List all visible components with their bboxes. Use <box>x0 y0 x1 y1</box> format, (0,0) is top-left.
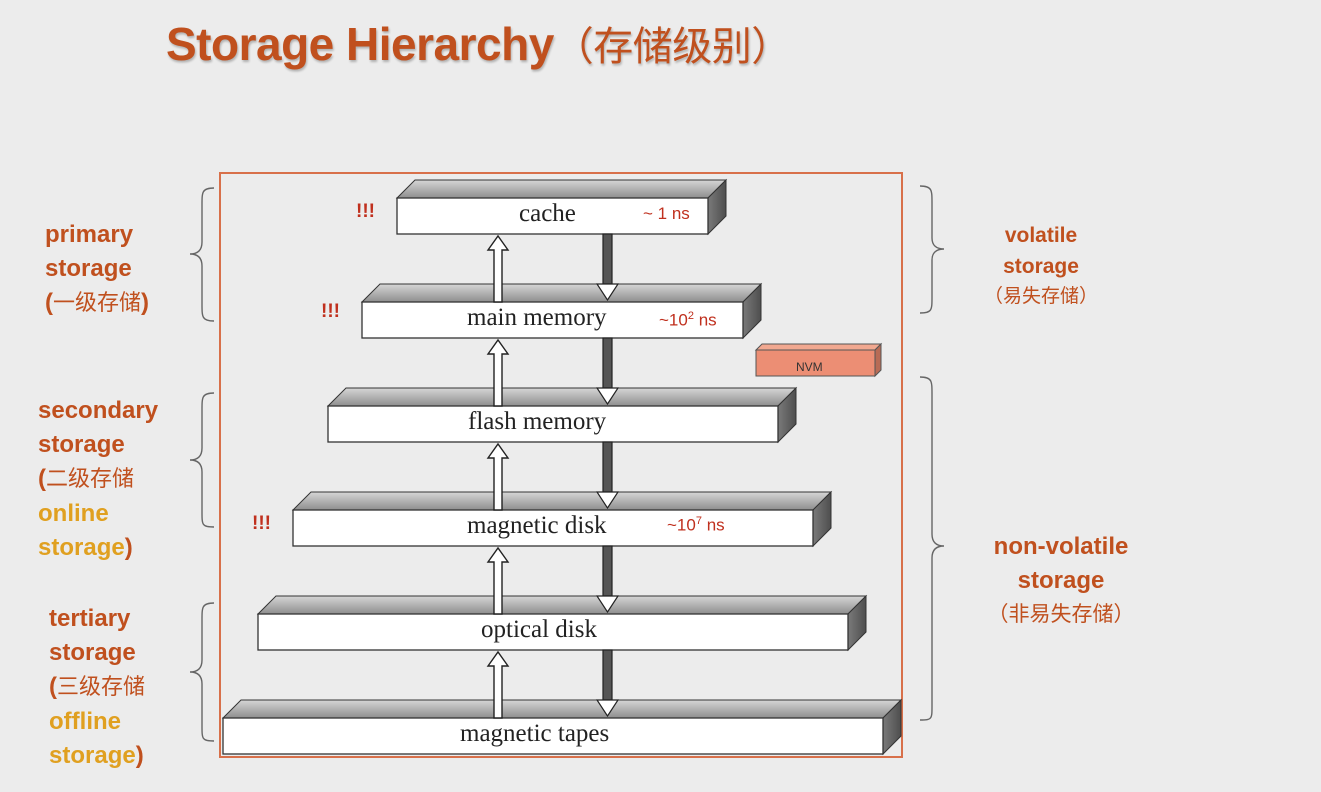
slab-main-memory <box>360 282 763 340</box>
up-arrows <box>486 234 510 719</box>
slab-flash-memory <box>326 386 798 444</box>
title-chinese: （存储级别） <box>553 24 792 70</box>
level-label-flash-memory: flash memory <box>468 408 607 435</box>
importance-mark-main-memory: !!! <box>321 301 340 322</box>
latency-cache: ~ 1 ns <box>643 204 690 223</box>
brace-nonvolatile <box>919 376 945 721</box>
latency-magnetic-disk: ~107 ns <box>667 515 725 535</box>
slab-optical-disk <box>256 594 868 652</box>
page-title: Storage Hierarchy（存储级别） <box>166 14 791 72</box>
level-label-main-memory: main memory <box>467 304 607 331</box>
down-arrows <box>595 233 620 718</box>
slab-cache <box>395 178 728 236</box>
brace-tertiary <box>189 602 215 742</box>
brace-volatile <box>919 185 945 314</box>
secondary-storage-label: secondary storage (二级存储 online storage) <box>38 397 159 561</box>
title-text: Storage Hierarchy <box>166 18 554 70</box>
slab-magnetic-tapes <box>221 698 903 756</box>
brace-primary <box>189 187 215 322</box>
level-label-cache: cache <box>519 200 576 227</box>
volatile-storage-label: volatile storage （易失存储） <box>983 224 1098 307</box>
nvm-label: NVM <box>796 360 823 374</box>
level-label-magnetic-disk: magnetic disk <box>467 512 607 539</box>
nonvolatile-storage-label: non-volatile storage （非易失存储） <box>987 533 1135 626</box>
importance-mark-magnetic-disk: !!! <box>252 513 271 534</box>
latency-main-memory: ~102 ns <box>659 310 717 330</box>
primary-storage-label: primary storage (一级存储) <box>45 221 150 316</box>
hierarchy-frame <box>219 172 903 758</box>
level-label-magnetic-tapes: magnetic tapes <box>460 720 610 747</box>
nvm-box <box>754 342 883 378</box>
braces <box>189 185 945 742</box>
level-label-optical-disk: optical disk <box>481 616 597 643</box>
slab-magnetic-disk <box>291 490 833 548</box>
brace-secondary <box>189 392 215 528</box>
importance-mark-cache: !!! <box>356 201 375 222</box>
tertiary-storage-label: tertiary storage (三级存储 offline storage) <box>49 605 146 769</box>
